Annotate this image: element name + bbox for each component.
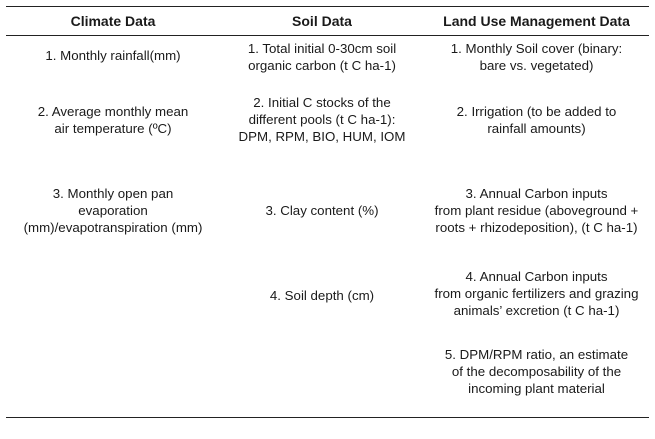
cell-text: 3. Monthly open pan evaporation (mm)/eva… xyxy=(23,185,203,235)
cell-land-use: 5. DPM/RPM ratio, an estimate of the dec… xyxy=(424,345,649,418)
cell-climate: 1. Monthly rainfall(mm) xyxy=(6,36,220,86)
header-climate-data: Climate Data xyxy=(6,6,220,36)
header-land-use-data: Land Use Management Data xyxy=(424,6,649,36)
cell-soil: 4. Soil depth (cm) xyxy=(220,266,424,346)
cell-land-use: 3. Annual Carbon inputs from plant resid… xyxy=(424,181,649,266)
table-row: 5. DPM/RPM ratio, an estimate of the dec… xyxy=(6,345,649,418)
header-row: Climate Data Soil Data Land Use Manageme… xyxy=(6,6,649,36)
cell-text: 5. DPM/RPM ratio, an estimate of the dec… xyxy=(444,346,629,396)
cell-text: 2. Initial C stocks of the different poo… xyxy=(238,94,406,144)
input-data-table: Climate Data Soil Data Land Use Manageme… xyxy=(6,6,649,418)
table-row: 2. Average monthly mean air temperature … xyxy=(6,86,649,181)
table-body: 1. Monthly rainfall(mm) 1. Total initial… xyxy=(6,36,649,418)
cell-text: 3. Clay content (%) xyxy=(265,202,379,218)
cell-climate xyxy=(6,266,220,346)
cell-text: 1. Monthly rainfall(mm) xyxy=(45,48,181,63)
cell-text: 3. Annual Carbon inputs from plant resid… xyxy=(434,185,639,235)
cell-climate: 3. Monthly open pan evaporation (mm)/eva… xyxy=(6,181,220,266)
cell-soil xyxy=(220,345,424,418)
data-table: Climate Data Soil Data Land Use Manageme… xyxy=(6,6,649,418)
cell-text: 1. Monthly Soil cover (binary: bare vs. … xyxy=(450,41,623,73)
cell-land-use: 4. Annual Carbon inputs from organic fer… xyxy=(424,266,649,346)
cell-text: 1. Total initial 0-30cm soil organic car… xyxy=(247,41,397,73)
cell-land-use: 2. Irrigation (to be added to rainfall a… xyxy=(424,86,649,181)
table-row: 3. Monthly open pan evaporation (mm)/eva… xyxy=(6,181,649,266)
table-row: 4. Soil depth (cm) 4. Annual Carbon inpu… xyxy=(6,266,649,346)
header-soil-data: Soil Data xyxy=(220,6,424,36)
cell-text: 2. Irrigation (to be added to rainfall a… xyxy=(456,103,617,136)
table-header: Climate Data Soil Data Land Use Manageme… xyxy=(6,6,649,36)
cell-soil: 3. Clay content (%) xyxy=(220,181,424,266)
cell-text: 4. Annual Carbon inputs from organic fer… xyxy=(434,268,639,318)
cell-land-use: 1. Monthly Soil cover (binary: bare vs. … xyxy=(424,36,649,86)
table-row: 1. Monthly rainfall(mm) 1. Total initial… xyxy=(6,36,649,86)
cell-soil: 1. Total initial 0-30cm soil organic car… xyxy=(220,36,424,86)
cell-text: 4. Soil depth (cm) xyxy=(269,287,375,303)
cell-soil: 2. Initial C stocks of the different poo… xyxy=(220,86,424,181)
cell-climate: 2. Average monthly mean air temperature … xyxy=(6,86,220,181)
cell-climate xyxy=(6,345,220,418)
cell-text: 2. Average monthly mean air temperature … xyxy=(37,103,189,136)
